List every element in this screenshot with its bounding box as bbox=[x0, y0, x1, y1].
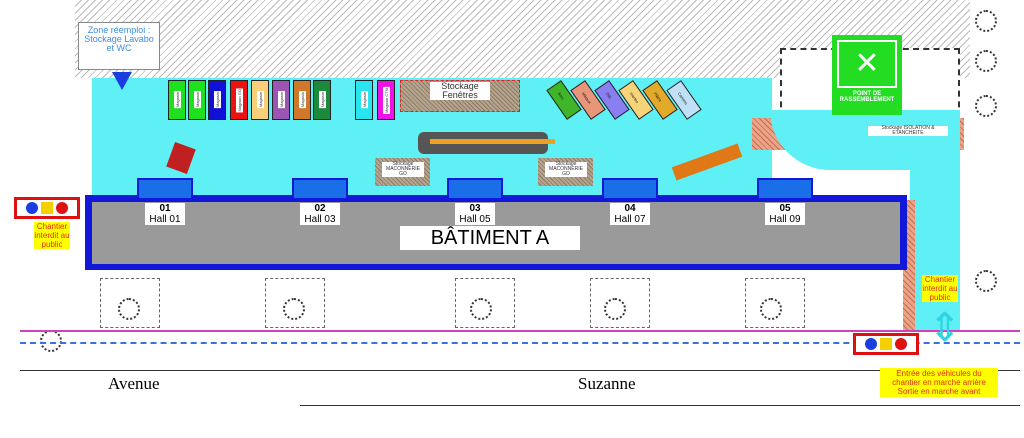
magasin: Magasin bbox=[168, 80, 186, 120]
hall-number: 03 bbox=[469, 203, 481, 214]
insulation-storage-label: Stockage ISOLATION & ETANCHEITE bbox=[868, 126, 948, 136]
assembly-arrows-icon: ✕ bbox=[837, 40, 897, 88]
magasin: Magasin bbox=[355, 80, 373, 120]
windows-storage-label: Stockage Fenêtres bbox=[430, 82, 490, 100]
tree bbox=[118, 298, 140, 320]
waste-skip-label: Plâtre bbox=[652, 91, 663, 103]
hall-entrance bbox=[447, 178, 503, 200]
tree bbox=[40, 330, 62, 352]
hall-number: 01 bbox=[159, 203, 171, 214]
magasin-label: Magasin GO bbox=[235, 87, 243, 113]
hall-name: Hall 09 bbox=[769, 214, 801, 225]
street-right: Suzanne bbox=[578, 374, 636, 393]
warning-panel-left bbox=[14, 197, 80, 219]
hall-number: 05 bbox=[779, 203, 791, 214]
plot bbox=[590, 278, 650, 328]
magasin-label: Magasin bbox=[213, 91, 221, 109]
waste-skip-label: Bois bbox=[556, 91, 566, 101]
building-label: BÂTIMENT A bbox=[400, 226, 580, 250]
magasin-label: Magasin bbox=[360, 91, 368, 109]
assembly-point-label: POINT DE RASSEMBLEMENT bbox=[839, 91, 895, 103]
magasin: Magasin bbox=[188, 80, 206, 120]
magasin-label: Magasin bbox=[298, 91, 306, 109]
masonry-storage-right-label: Stockage MACONNERIE GO bbox=[545, 162, 587, 177]
kerb-line bbox=[20, 370, 1020, 371]
waste-skip-label: DIB bbox=[604, 91, 613, 100]
right-forbidden-sign: Chantier interdit au public bbox=[922, 275, 958, 302]
magasin: Magasin bbox=[272, 80, 290, 120]
waste-skip-label: Inertes bbox=[628, 91, 640, 105]
magasin-label: Magasin bbox=[173, 91, 181, 109]
crane-jib bbox=[430, 139, 555, 144]
tree bbox=[975, 270, 997, 292]
fence-line bbox=[20, 330, 1020, 332]
hall-number: 04 bbox=[624, 203, 636, 214]
hall-name: Hall 07 bbox=[614, 214, 646, 225]
hall-entrance bbox=[757, 178, 813, 200]
tree bbox=[760, 298, 782, 320]
magasin-label: Magasin bbox=[277, 91, 285, 109]
left-forbidden-sign: Chantier interdit au public bbox=[34, 222, 70, 249]
waste-skip-label: Cartons bbox=[676, 91, 689, 106]
warning-panel-right bbox=[853, 333, 919, 355]
hall-name: Hall 05 bbox=[459, 214, 491, 225]
hall-entrance bbox=[602, 178, 658, 200]
hall-name: Hall 01 bbox=[149, 214, 181, 225]
plot bbox=[100, 278, 160, 328]
tree bbox=[975, 50, 997, 72]
waste-skip-label: Métaux bbox=[580, 91, 593, 105]
down-arrow-icon bbox=[112, 72, 132, 90]
kerb-line bbox=[300, 405, 1020, 406]
plot bbox=[265, 278, 325, 328]
hall-number: 02 bbox=[314, 203, 326, 214]
magasin-label: Magasin CTM bbox=[382, 86, 390, 114]
hall-entrance bbox=[137, 178, 193, 200]
magasin-label: Magasin bbox=[256, 91, 264, 109]
street-left: Avenue bbox=[108, 374, 160, 393]
tree bbox=[283, 298, 305, 320]
magasin: Magasin bbox=[251, 80, 269, 120]
masonry-storage-left-label: Stockage MACONNERIE GO bbox=[382, 162, 424, 177]
reuse-zone-label: Zone réemploi : Stockage Lavabo et WC bbox=[78, 22, 160, 70]
plot bbox=[745, 278, 805, 328]
assembly-point-sign: ✕ POINT DE RASSEMBLEMENT bbox=[832, 35, 902, 115]
two-way-arrow-icon: ⇕ bbox=[928, 306, 962, 350]
plot bbox=[455, 278, 515, 328]
magasin: Magasin CTM bbox=[377, 80, 395, 120]
vehicle-entry-sign: Entrée des véhicules du chantier en marc… bbox=[880, 368, 998, 397]
tree bbox=[604, 298, 626, 320]
magasin: Magasin bbox=[293, 80, 311, 120]
magasin-label: Magasin bbox=[193, 91, 201, 109]
magasin: Magasin bbox=[208, 80, 226, 120]
tree bbox=[470, 298, 492, 320]
tree bbox=[975, 10, 997, 32]
tree bbox=[975, 95, 997, 117]
hall-name: Hall 03 bbox=[304, 214, 336, 225]
hall-entrance bbox=[292, 178, 348, 200]
magasin: Magasin bbox=[313, 80, 331, 120]
magasin-label: Magasin bbox=[318, 91, 326, 109]
magasin: Magasin GO bbox=[230, 80, 248, 120]
network-line bbox=[20, 342, 1020, 344]
